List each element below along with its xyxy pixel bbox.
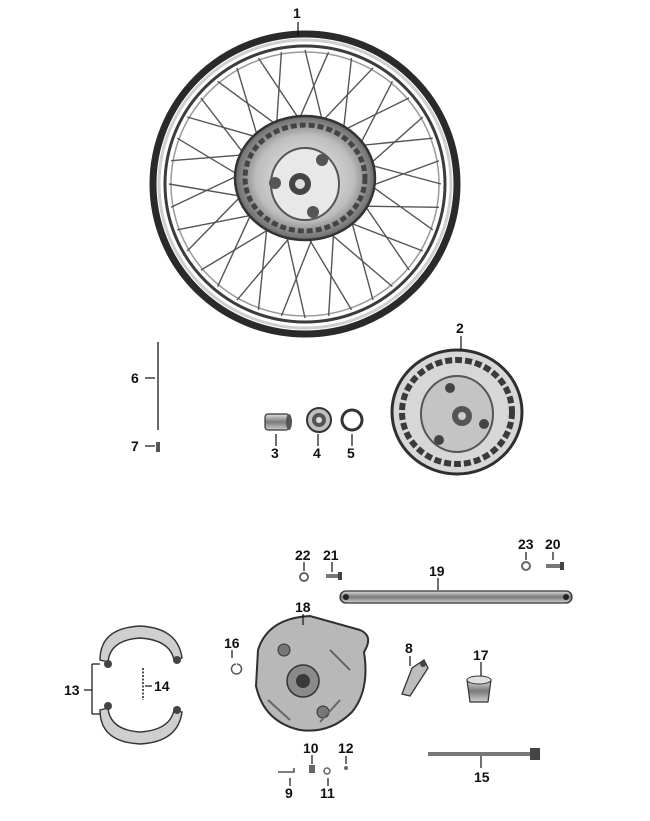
brake-shoe-upper [99,625,183,668]
label-part-2: 2 [456,320,464,336]
label-part-8: 8 [405,640,413,656]
washer [299,572,309,582]
bolt-small [326,572,342,580]
spoke-line [280,230,316,317]
spoke-line [358,197,410,271]
wheel-hub [233,114,377,242]
label-part-16: 16 [224,635,240,651]
label-part-22: 22 [295,547,311,563]
label-part-6: 6 [131,370,139,386]
label-part-19: 19 [429,563,445,579]
label-part-9: 9 [285,785,293,801]
label-part-13: 13 [64,682,80,698]
spoke-nipple [156,442,160,452]
label-part-5: 5 [347,445,355,461]
spacer-sleeve [264,413,292,431]
spoke-line [257,219,269,310]
label-part-10: 10 [303,740,319,756]
spoke-line [216,205,256,287]
brake-plate [254,614,370,732]
brake-drum [390,348,524,476]
label-part-14: 14 [154,678,170,694]
label-part-12: 12 [338,740,354,756]
small-washer [323,767,331,775]
spoke-line [236,230,296,301]
label-part-15: 15 [474,769,490,785]
small-nut [309,765,315,773]
small-ball [344,766,348,770]
spoke-line [324,228,393,288]
label-part-4: 4 [313,445,321,461]
spoke-line [327,224,335,317]
axle [428,748,540,760]
label-part-20: 20 [545,536,561,552]
spoke-line [355,205,439,208]
spoke-line [304,231,353,311]
spoke-line [284,228,306,319]
torque-arm [339,590,573,604]
spoke-line [341,219,424,252]
label-part-18: 18 [295,599,311,615]
circlip [230,663,243,675]
washer-right [521,561,531,571]
seal-ring [340,408,364,432]
label-part-21: 21 [323,547,339,563]
brake-cam-lever [401,659,429,697]
leader-lines [84,22,554,786]
bolt-small-right [546,562,564,570]
brake-shoe-lower [99,702,183,745]
label-part-3: 3 [271,445,279,461]
label-part-11: 11 [320,785,335,801]
bushing [466,675,492,703]
spoke-line [177,212,261,231]
label-part-1: 1 [293,5,301,21]
label-part-7: 7 [131,438,139,454]
label-part-17: 17 [473,647,489,663]
spoke-line [200,224,277,271]
label-part-23: 23 [518,536,534,552]
ball-bearing [306,407,332,433]
cotter-pin [278,768,295,773]
spoke-line [348,213,374,301]
